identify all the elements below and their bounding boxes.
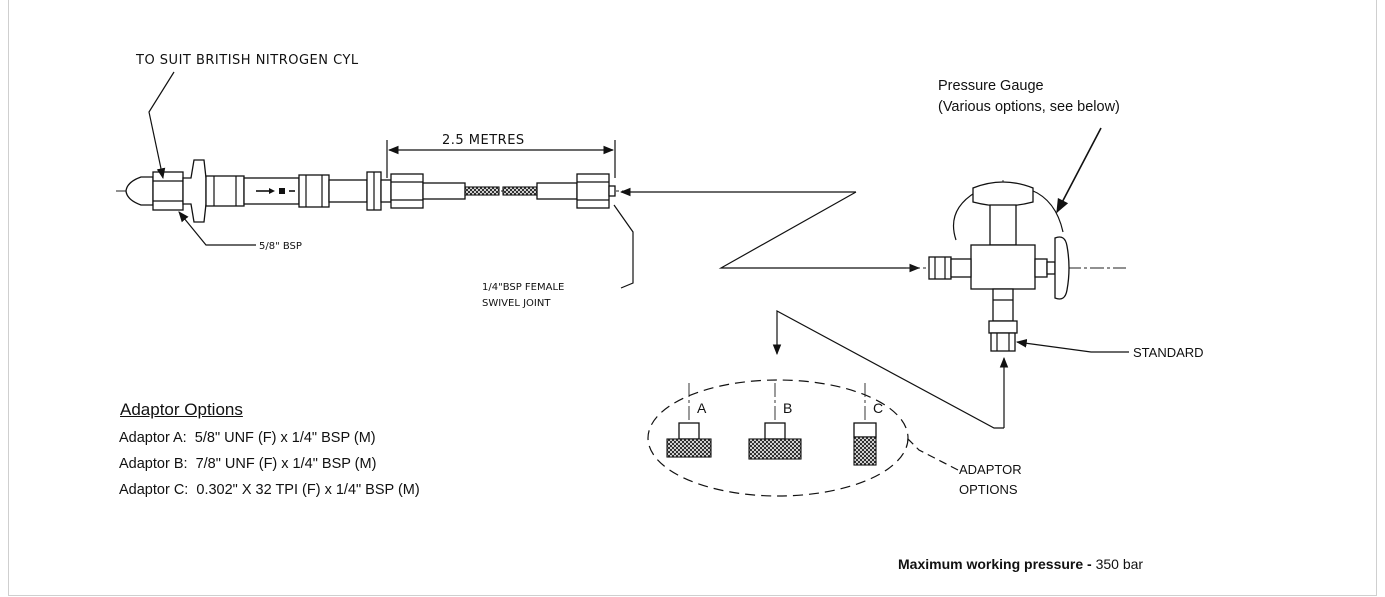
- max-pressure-value: 350 bar: [1095, 556, 1144, 572]
- cylinder-leader: [148, 71, 175, 180]
- cylinder-nose: [125, 176, 154, 206]
- adaptor-c-part: [853, 383, 877, 466]
- max-pressure-label: Maximum working pressure -: [898, 556, 1092, 572]
- adaptor-a-spec: Adaptor A: 5/8" UNF (F) x 1/4" BSP (M): [119, 430, 420, 446]
- adaptor-c-name: Adaptor C:: [119, 482, 189, 498]
- adaptor-options-heading: Adaptor Options: [120, 400, 243, 419]
- connection-line-zigzag: [718, 191, 921, 273]
- adaptor-b-detail: 7/8" UNF (F) x 1/4" BSP (M): [195, 456, 377, 472]
- pressure-gauge-title: Pressure Gauge: [938, 78, 1044, 94]
- gauge-body-block: [970, 244, 1036, 290]
- cylinder-nut: [152, 171, 184, 211]
- hose-assembly: [116, 159, 626, 223]
- adaptor-b-spec: Adaptor B: 7/8" UNF (F) x 1/4" BSP (M): [119, 456, 420, 472]
- adaptor-options-label-line2: OPTIONS: [959, 482, 1018, 497]
- hose-end-nut: [390, 173, 424, 209]
- adaptor-b-name: Adaptor B:: [119, 456, 188, 472]
- braided-hose: [464, 186, 500, 196]
- adaptor-a-part: [666, 383, 712, 458]
- gauge-dial: [1054, 236, 1070, 300]
- technical-drawing: TO SUIT BRITISH NITROGEN CYL 5/8" BSP 2.…: [116, 53, 1204, 497]
- swivel-leader: [613, 204, 634, 289]
- adaptor-a-tag: A: [697, 400, 707, 416]
- adaptor-options-ellipse: [647, 379, 909, 497]
- adaptor-c-tag: C: [873, 400, 883, 416]
- adaptor-a-detail: 5/8" UNF (F) x 1/4" BSP (M): [194, 430, 376, 446]
- gauge-leader: [1056, 127, 1102, 214]
- gauge-bottom-nut: [988, 320, 1018, 334]
- adaptor-b-part: [748, 383, 802, 460]
- bsp-leader: [178, 211, 256, 246]
- standard-label: STANDARD: [1133, 345, 1204, 360]
- swivel-label-line1: 1/4"BSP FEMALE: [482, 282, 564, 293]
- adaptor-options-label-line1: ADAPTOR: [959, 462, 1022, 477]
- bsp-thread-label: 5/8" BSP: [259, 241, 302, 252]
- pressure-gauge-assembly: [906, 180, 1126, 352]
- adaptor-c-spec: Adaptor C: 0.302" X 32 TPI (F) x 1/4" BS…: [119, 482, 420, 498]
- adaptor-a-name: Adaptor A:: [119, 430, 187, 446]
- swivel-joint-nut: [576, 173, 610, 209]
- hose-length-label: 2.5 METRES: [442, 133, 525, 148]
- swivel-label-line2: SWIVEL JOINT: [482, 298, 551, 309]
- cylinder-flange: [182, 159, 207, 223]
- pressure-gauge-subtitle: (Various options, see below): [938, 99, 1120, 115]
- gauge-inlet: [928, 256, 952, 280]
- adaptor-options-leader: [906, 437, 959, 471]
- adaptor-feed-line: [772, 309, 1004, 429]
- drawing-frame: TO SUIT BRITISH NITROGEN CYL 5/8" BSP 2.…: [8, 0, 1377, 596]
- adaptor-b-tag: B: [783, 400, 792, 416]
- standard-leader: [1015, 339, 1129, 353]
- adaptor-options-panel: Adaptor Options Adaptor A: 5/8" UNF (F) …: [119, 400, 420, 508]
- max-working-pressure: Maximum working pressure - 350 bar: [898, 556, 1143, 572]
- gauge-cap: [972, 181, 1034, 207]
- adaptor-c-detail: 0.302" X 32 TPI (F) x 1/4" BSP (M): [196, 482, 420, 498]
- gauge-stem: [989, 204, 1017, 246]
- cylinder-fitting-label: TO SUIT BRITISH NITROGEN CYL: [135, 53, 359, 68]
